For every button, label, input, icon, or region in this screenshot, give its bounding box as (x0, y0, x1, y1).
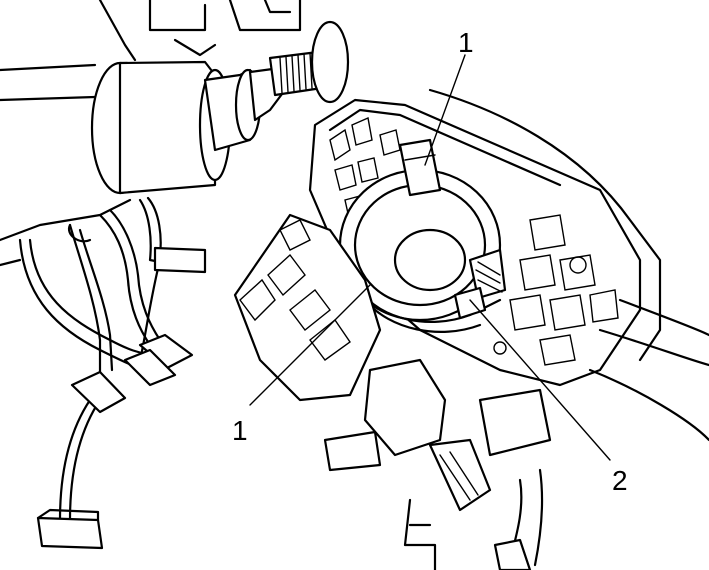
steering-column (0, 20, 350, 267)
callout-label-2: 2 (612, 465, 628, 496)
clock-spring-ring (338, 138, 507, 333)
harness-connectors (36, 246, 207, 550)
callout-label-1-bottom: 1 (232, 415, 248, 446)
upper-bracket (98, 0, 302, 62)
callout-leaders (249, 54, 611, 461)
wiring-harness-left (18, 196, 162, 522)
leader-line-1-bottom (249, 284, 371, 406)
switch-lever-body (233, 213, 382, 402)
leader-line-2 (469, 299, 611, 461)
lower-connectors (323, 358, 552, 570)
leader-line-1-top (424, 54, 466, 166)
callout-label-1-top: 1 (458, 27, 474, 58)
